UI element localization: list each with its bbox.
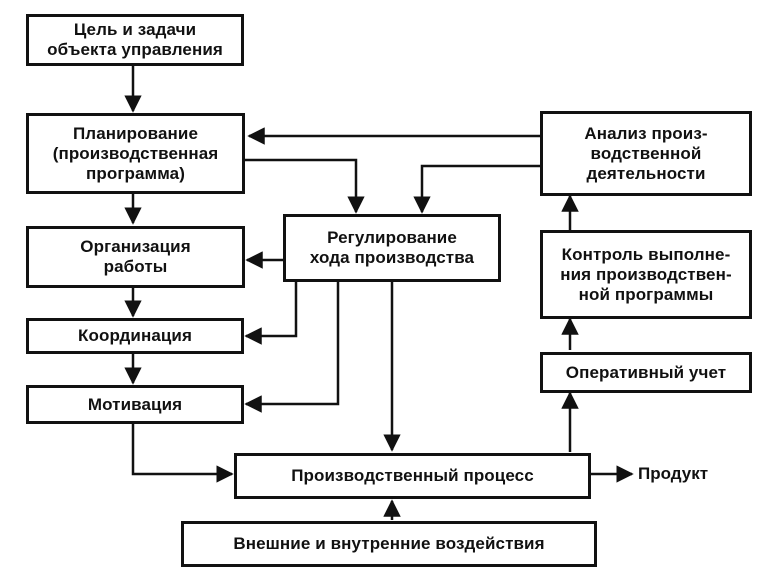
edge-regulation-coordination — [244, 282, 298, 345]
node-process: Производственный процесс — [234, 453, 591, 499]
output-label: Продукт — [638, 464, 709, 483]
node-accounting: Оперативный учет — [540, 352, 752, 393]
node-planning: Планирование (производственная программа… — [26, 113, 245, 194]
edge-motivation-process — [131, 424, 234, 483]
node-coordination: Координация — [26, 318, 244, 354]
node-motivation: Мотивация — [26, 385, 244, 424]
node-organization: Организация работы — [26, 226, 245, 288]
edge-regulation-motivation — [244, 282, 340, 413]
edge-planning-regulation — [245, 158, 365, 214]
node-goal: Цель и задачи объекта управления — [26, 14, 244, 66]
node-influences: Внешние и внутренние воздействия — [181, 521, 597, 567]
node-control: Контроль выполне- ния производствен- ной… — [540, 230, 752, 319]
node-analysis: Анализ произ- водственной деятельности — [540, 111, 752, 196]
edge-analysis-regulation — [413, 164, 540, 214]
node-regulation: Регулирование хода производства — [283, 214, 501, 282]
